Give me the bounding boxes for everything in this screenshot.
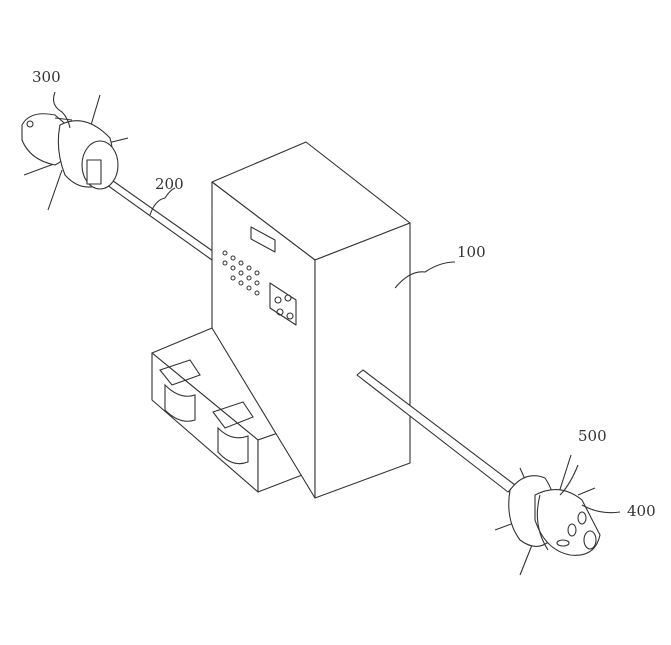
- right-head-unit: [494, 454, 621, 576]
- button-grid: [222, 250, 260, 296]
- label-300: 300: [32, 68, 61, 86]
- leader-300: [53, 91, 71, 129]
- label-200: 200: [155, 175, 184, 193]
- label-400: 400: [627, 502, 656, 520]
- leader-200: [149, 187, 176, 216]
- display-window: [250, 226, 276, 253]
- control-plate: [269, 282, 297, 326]
- label-100: 100: [457, 243, 486, 261]
- label-500: 500: [578, 427, 607, 445]
- cabinet-100: [211, 141, 456, 499]
- left-head-unit: [21, 94, 129, 211]
